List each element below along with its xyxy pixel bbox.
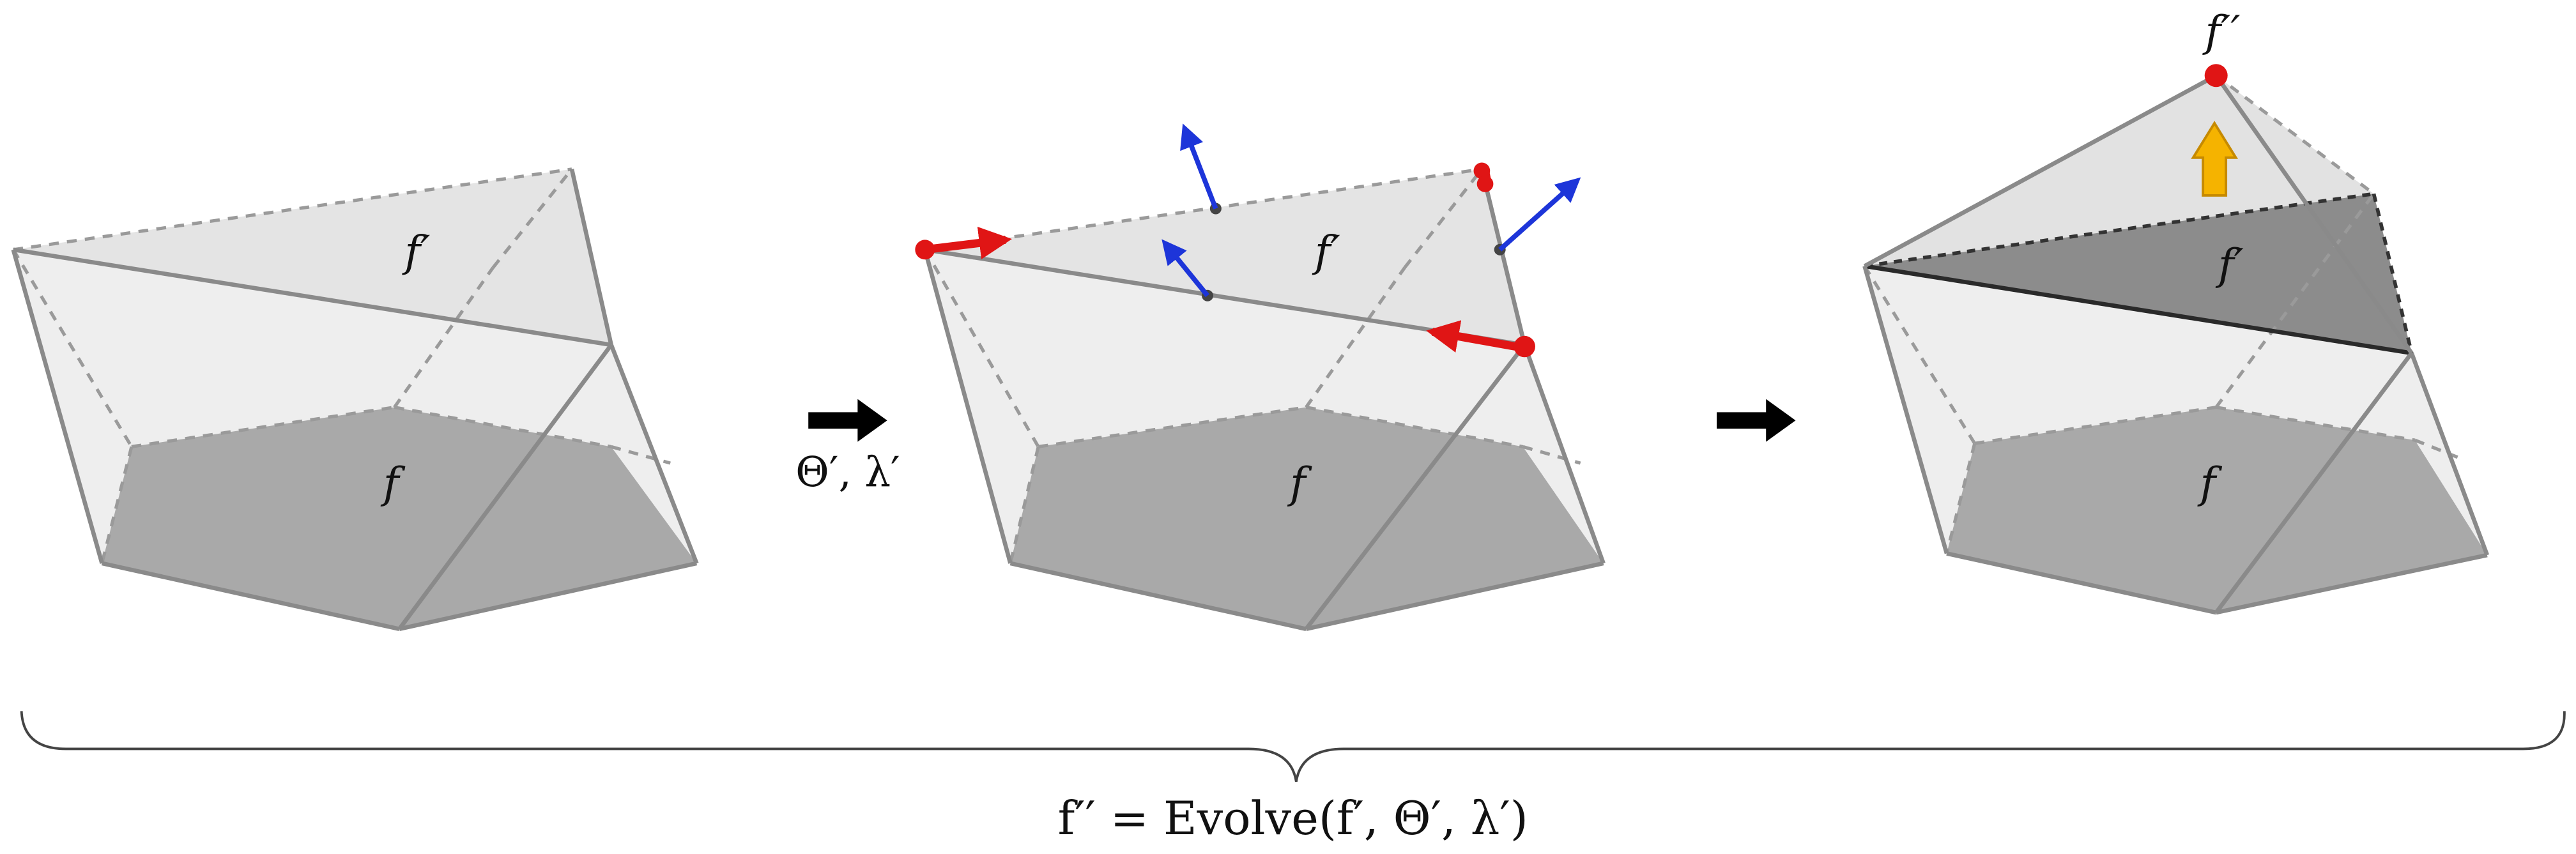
polyhedron-panel-2: f′ f <box>915 123 1606 632</box>
top-face-f-prime <box>924 169 1525 345</box>
top-face-label: f′ <box>401 227 430 277</box>
triangle-edge <box>1864 264 2412 356</box>
right-arrow-icon <box>1717 399 1796 442</box>
vertex-point <box>1514 335 1535 358</box>
vertex-point <box>1473 162 1491 179</box>
top-face-f-prime <box>1864 194 2412 353</box>
top-face-label: f′ <box>1312 227 1340 277</box>
polyhedron-panel-3: f′′ f′ f <box>1862 6 2490 615</box>
bottom-face-f <box>1947 407 2487 613</box>
up-arrow-icon <box>2191 121 2239 197</box>
top-face-f-prime <box>13 169 611 345</box>
displacement-vector <box>1426 320 1526 353</box>
normal-vector <box>1180 123 1218 210</box>
normal-vector <box>1162 239 1210 298</box>
params-label: Θ′, λ′ <box>795 448 900 496</box>
curly-brace <box>20 711 2566 782</box>
displacement-vector <box>924 226 1012 259</box>
step-arrow-1: Θ′, λ′ <box>795 399 900 496</box>
equation: f′′ = Evolve(f′, Θ′, λ′) <box>1058 791 1528 845</box>
vertex-point <box>915 240 935 260</box>
apex-label: f′′ <box>2202 6 2240 56</box>
right-arrow-icon <box>808 399 887 442</box>
top-face-label: f′ <box>2215 240 2244 289</box>
normal-vector <box>1498 177 1581 252</box>
vertex-point <box>1476 176 1494 192</box>
upper-pyramid-face <box>1864 75 2374 266</box>
apex-vertex <box>2204 64 2228 88</box>
bottom-face-f <box>102 407 697 629</box>
bottom-face-f <box>1010 407 1604 629</box>
polyhedron-panel-1: f′ f <box>11 167 699 632</box>
